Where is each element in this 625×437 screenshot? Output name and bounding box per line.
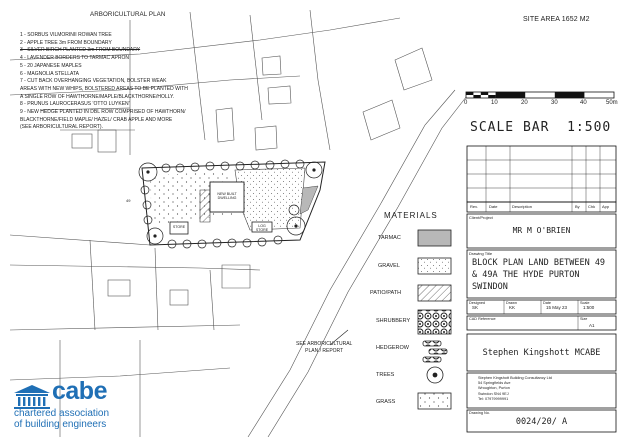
swatch-shrubbery [417, 309, 452, 335]
note-line: (SEE ARBORICULTURAL REPORT). [20, 124, 103, 131]
note-line: 7 - CUT BACK OVERHANGING VEGETATION, BOL… [20, 78, 167, 85]
drawing-title: BLOCK PLAN LAND BETWEEN 49 & 49A THE HYD… [472, 257, 605, 293]
callout-leader [329, 329, 349, 346]
scale-tick-20: 20 [521, 100, 528, 106]
swatch-patio [417, 284, 452, 302]
note-line: 8 - PRUNUS LAUROCERASUS 'OTTO LUYKEN' [20, 101, 130, 108]
planting-notes: 1 - SORBUS VILMORINII ROWAN TREE 2 - APP… [20, 32, 188, 132]
cabe-logo-line1: chartered association [14, 408, 110, 419]
material-trees: TREES [376, 372, 395, 378]
field-scale: Scale 1:500 [580, 301, 594, 310]
scale-tick-40: 40 [580, 100, 587, 106]
note-line: 9 - NEW HEDGE PLANTED IN DBL ROW COMPRIS… [20, 109, 186, 116]
site-plan [9, 9, 471, 437]
company-line: Tel: 07979999991 [478, 396, 509, 401]
designer-name: Stephen Kingshott MCABE [482, 348, 601, 358]
cabe-logo-mark [14, 385, 50, 409]
drawing-title-line: SWINDON [472, 282, 508, 292]
note-line: 6 - MAGNOLIA STELLATA [20, 70, 79, 77]
client-name: MR M O'BRIEN [512, 226, 571, 235]
drawing-number: 0024/20/ A [515, 417, 568, 427]
field-label: Designed [469, 301, 486, 305]
app-header: App [602, 204, 610, 209]
materials-legend-symbols [417, 229, 452, 410]
drawing-title-line: BLOCK PLAN LAND BETWEEN 49 [472, 258, 606, 268]
field-value: KK [509, 305, 516, 310]
building-store [169, 221, 189, 235]
material-hedgerow: HEDGEROW [376, 345, 409, 351]
note-line: 4 - LAVENDER BORDERS TO TARMAC APRON [20, 55, 130, 62]
company-line: Wroughton, Purton [478, 386, 510, 391]
cad-reference-caption: CAD Reference [469, 317, 496, 321]
chk-header: Chk [588, 204, 596, 209]
swatch-tarmac [417, 229, 452, 247]
company-line: 54 Springfields Ave [478, 381, 511, 386]
client-caption: Client/Project [469, 215, 493, 220]
dwelling-label: NEW BUILT DWELLING [217, 192, 237, 200]
scale-tick-30: 30 [551, 100, 558, 106]
description-header: Description [512, 204, 533, 209]
note-line: 3 - SILVER BIRCH PLANTED 3m FROM BOUNDAR… [20, 47, 141, 54]
note-line: 5 - 20 JAPANESE MAPLES [20, 62, 82, 69]
swatch-gravel [417, 257, 452, 275]
note-line: BLACKTHORNE/FIELD MAPLE/ HAZEL/ CRAB APP… [20, 116, 173, 123]
swatch-grass [417, 392, 452, 410]
building-log-store [251, 221, 273, 233]
title-block-frames [466, 145, 617, 433]
swatch-hedgerow [422, 340, 448, 363]
field-label: Scale [580, 301, 590, 305]
field-label: Date [543, 301, 552, 305]
drawing-title-caption: Drawing Title [469, 251, 493, 256]
scale-bar-label: SCALE BAR 1:500 [470, 120, 612, 135]
size-value: A1 [589, 323, 595, 328]
material-patio: PATIO/PATH [370, 290, 402, 296]
material-gravel: GRAVEL [378, 263, 400, 269]
drawing-title-line: & 49A THE HYDE PURTON [472, 270, 580, 280]
cabe-logo-line2: of building engineers [14, 419, 107, 430]
note-line: AREAS WITH NEW WHIPS, BOLSTERED AREAS TO… [20, 85, 188, 92]
field-drawn: Drawn KK [506, 301, 517, 310]
scale-tick-0: 0 [464, 100, 468, 106]
field-value: 1:500 [583, 305, 595, 310]
company-line: Stephen Kingshott Building Consultancy L… [478, 376, 552, 380]
plot-label: 49 [126, 198, 131, 203]
field-designed: Designed SK [469, 301, 485, 310]
revision-headers: Rev. Date Description By Chk App [467, 204, 616, 212]
cabe-logo-wordmark: cabe [52, 377, 107, 405]
site-area: SITE AREA 1652 M2 [523, 16, 590, 23]
date-header: Date [489, 204, 498, 209]
note-line: A SINGLE ROW OF HAWTHORNE/MAPLE/BLACKTHO… [20, 93, 175, 100]
store-label: STORE [172, 225, 186, 229]
material-tarmac: TARMAC [378, 235, 401, 241]
swatch-trees [426, 366, 444, 384]
drawing-no-caption: Drawing No. [469, 411, 490, 415]
company-line: Swindon SN4 9EJ [478, 391, 509, 396]
by-header: By [575, 204, 580, 209]
field-value: SK [472, 305, 479, 310]
material-grass: GRASS [376, 399, 396, 405]
scale-bar [465, 91, 615, 99]
callout-line: PLAN / REPORT [305, 348, 344, 354]
building-dwelling [209, 181, 245, 213]
field-date: Date 15 May 23 [543, 301, 567, 310]
field-value: 15 May 23 [546, 305, 568, 310]
log-store-label: LOG STORE [255, 224, 269, 232]
callout-line: SEE ARBORICULTURAL [296, 341, 353, 347]
material-shrubbery: SHRUBBERY [376, 318, 411, 324]
subject-site [138, 159, 326, 249]
scale-tick-50: 50m [606, 100, 618, 106]
materials-title: MATERIALS [384, 211, 438, 220]
note-line: 1 - SORBUS VILMORINII ROWAN TREE [20, 32, 112, 38]
company-details: Stephen Kingshott Building Consultancy L… [478, 376, 552, 402]
arboricultural-callout: SEE ARBORICULTURAL PLAN / REPORT [296, 341, 352, 355]
field-label: Drawn [506, 301, 517, 305]
rev-header: Rev. [470, 204, 478, 209]
note-line: 2 - APPLE TREE 3m FROM BOUNDARY [20, 39, 112, 46]
plan-title: ARBORICULTURAL PLAN [90, 11, 166, 18]
scale-tick-10: 10 [491, 100, 498, 106]
size-caption: Size [580, 317, 588, 321]
